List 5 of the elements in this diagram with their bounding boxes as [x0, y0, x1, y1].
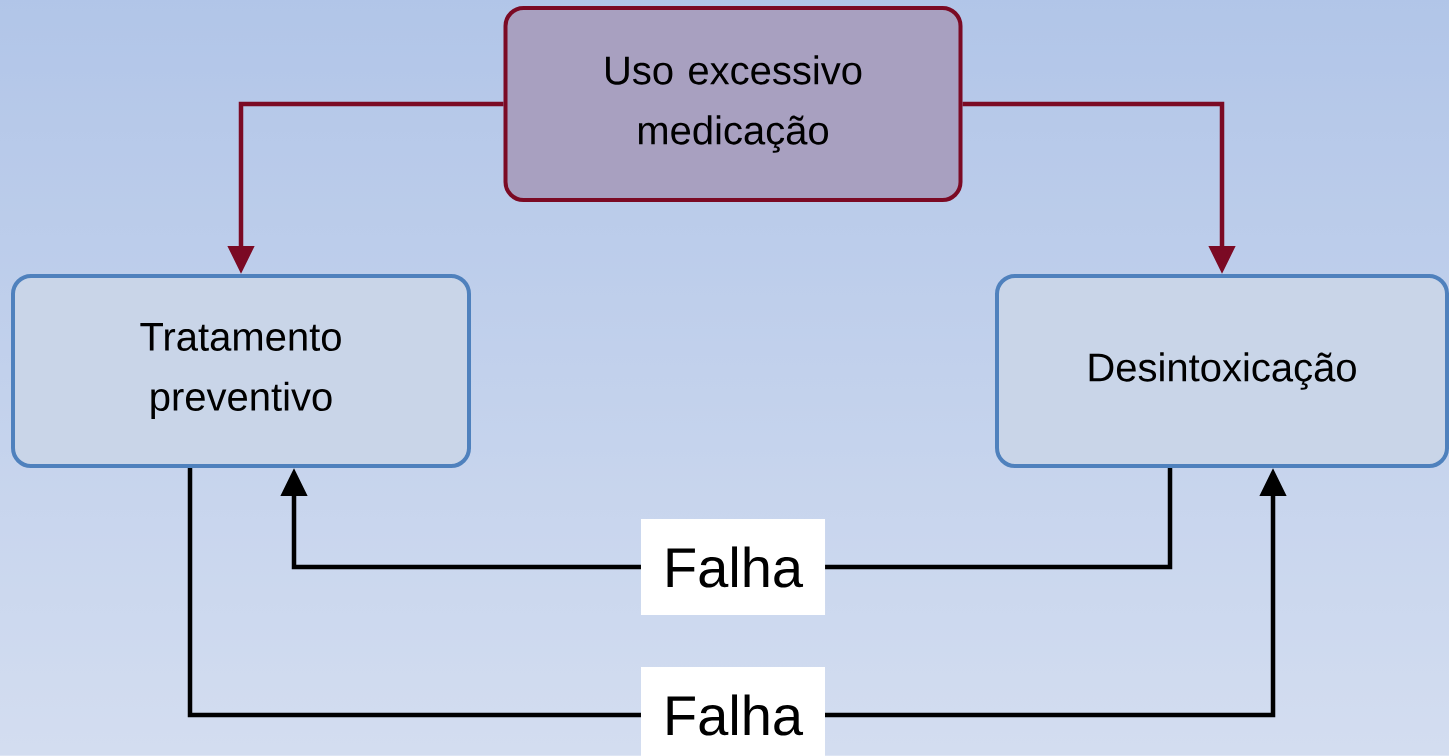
process-box: Tratamento preventivo — [11, 274, 471, 468]
edge-label: Falha — [640, 667, 826, 756]
process-box: Desintoxicação — [995, 274, 1449, 468]
process-box: Uso excessivo medicação — [503, 6, 963, 202]
edge-label: Falha — [640, 519, 826, 615]
